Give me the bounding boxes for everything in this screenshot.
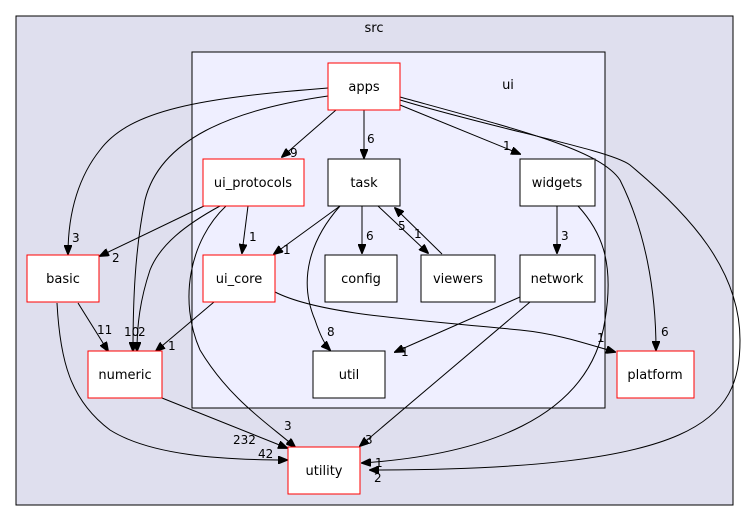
edge-label-apps-utility: 2 [374, 471, 382, 485]
edge-label-basic-utility: 42 [258, 447, 273, 461]
edge-label-basic-numeric: 11 [97, 323, 112, 337]
edge-label-task-viewers: 1 [414, 227, 422, 241]
node-task-label: task [350, 176, 378, 191]
node-viewers[interactable]: viewers [420, 254, 496, 303]
edge-ui-core-numeric [156, 301, 215, 351]
node-config[interactable]: config [324, 254, 398, 303]
edge-label-apps-task: 6 [367, 132, 375, 146]
node-util-label: util [339, 368, 360, 383]
node-utility-label: utility [306, 464, 343, 479]
edge-basic-utility [56, 302, 287, 460]
node-utility[interactable]: utility [287, 446, 361, 495]
edge-apps-widgets [399, 104, 520, 154]
node-apps[interactable]: apps [327, 62, 401, 111]
edge-task-util [306, 205, 341, 350]
edge-ui-core-platform [274, 291, 615, 352]
edge-apps-ui-protocols [282, 109, 337, 157]
edge-apps-basic [68, 87, 329, 254]
edge-label-task-util: 8 [327, 325, 335, 339]
edge-label-apps-platform: 6 [661, 325, 669, 339]
edge-label-apps-widgets: 1 [503, 139, 511, 153]
edge-label-ui-protocols-numeric: 2 [138, 325, 146, 339]
edge-label-ui-protocols-utility: 3 [284, 419, 292, 433]
node-config-label: config [341, 272, 381, 287]
node-basic-label: basic [46, 272, 80, 287]
edge-viewers-task [395, 208, 443, 255]
edge-ui-protocols-numeric [137, 205, 221, 351]
node-network[interactable]: network [519, 254, 596, 303]
node-ui-protocols[interactable]: ui_protocols [202, 158, 305, 207]
node-viewers-label: viewers [433, 272, 483, 287]
node-ui-protocols-label: ui_protocols [214, 176, 292, 191]
edge-label-task-ui-core: 1 [283, 243, 291, 257]
edge-label-numeric-utility: 232 [233, 433, 256, 447]
node-platform-label: platform [627, 368, 682, 383]
node-network-label: network [531, 272, 584, 287]
edge-task-viewers [377, 205, 428, 253]
edge-label-widgets-utility: 1 [375, 456, 383, 470]
edge-widgets-utility [362, 205, 609, 463]
edge-apps-numeric [133, 95, 329, 351]
edge-label-network-utility: 3 [365, 433, 373, 447]
edge-numeric-utility [161, 397, 287, 448]
edge-ui-protocols-ui-core [242, 205, 249, 253]
node-apps-label: apps [348, 80, 379, 95]
edge-label-task-config: 6 [366, 229, 374, 243]
edge-label-ui-protocols-basic: 2 [112, 251, 120, 265]
node-widgets[interactable]: widgets [519, 158, 596, 207]
node-ui-core[interactable]: ui_core [202, 254, 276, 303]
edge-label-ui-core-numeric: 1 [168, 339, 176, 353]
edge-apps-platform [399, 96, 656, 350]
edge-label-ui-protocols-ui-core: 1 [249, 230, 257, 244]
node-numeric[interactable]: numeric [87, 350, 163, 399]
edges: 9 6 1 3 10 6 2 2 1 2 3 1 [56, 87, 741, 485]
edge-label-apps-basic: 3 [72, 231, 80, 245]
cluster-ui-label: ui [502, 78, 514, 93]
edge-apps-utility [370, 99, 741, 470]
edge-task-ui-core [274, 205, 341, 254]
edge-basic-numeric [77, 302, 108, 351]
edge-network-utility [360, 301, 531, 446]
edge-label-widgets-network: 3 [561, 229, 569, 243]
edge-label-apps-numeric: 10 [124, 325, 139, 339]
node-platform[interactable]: platform [616, 350, 695, 399]
node-task[interactable]: task [327, 158, 401, 207]
node-ui-core-label: ui_core [216, 272, 263, 287]
cluster-src-label: src [365, 21, 384, 36]
edge-network-util [395, 296, 521, 352]
edge-label-network-util: 1 [401, 345, 409, 359]
edge-label-apps-ui-protocols: 9 [290, 146, 298, 160]
edge-label-viewers-task: 5 [398, 219, 406, 233]
edge-ui-protocols-basic [100, 205, 205, 256]
node-basic[interactable]: basic [26, 254, 100, 303]
edge-ui-protocols-utility [188, 205, 295, 447]
edge-label-ui-core-platform: 1 [597, 331, 605, 345]
node-widgets-label: widgets [532, 176, 583, 191]
node-util[interactable]: util [312, 350, 386, 399]
node-numeric-label: numeric [98, 368, 151, 383]
